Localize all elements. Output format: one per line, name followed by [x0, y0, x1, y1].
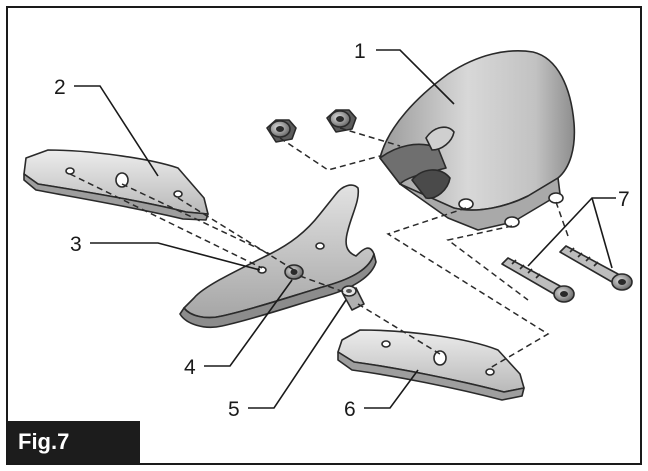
part-3-blade — [179, 184, 377, 329]
callout-7: 7 — [618, 188, 630, 211]
part-2-plate — [23, 149, 209, 221]
callout-3: 3 — [70, 233, 82, 256]
part-1-housing — [379, 50, 576, 231]
assembly-dashed-lines — [69, 127, 569, 369]
hex-nut-left — [266, 119, 297, 143]
part-6-plate — [337, 329, 525, 401]
callout-2: 2 — [54, 76, 66, 99]
exploded-assembly-diagram: 1 2 3 4 5 6 7 — [23, 40, 633, 421]
callout-1: 1 — [354, 40, 366, 63]
figure-frame: 1 2 3 4 5 6 7 Fig.7 — [6, 6, 642, 465]
callout-4: 4 — [184, 356, 196, 379]
figure-label: Fig.7 — [8, 421, 140, 463]
part-4-pin — [284, 264, 304, 280]
part-7-screw-front — [501, 257, 575, 303]
callout-6: 6 — [344, 398, 356, 421]
callout-leaders — [74, 49, 616, 409]
callout-5: 5 — [228, 398, 240, 421]
part-7-screw-back — [559, 245, 633, 291]
hex-nut-right — [326, 109, 357, 133]
